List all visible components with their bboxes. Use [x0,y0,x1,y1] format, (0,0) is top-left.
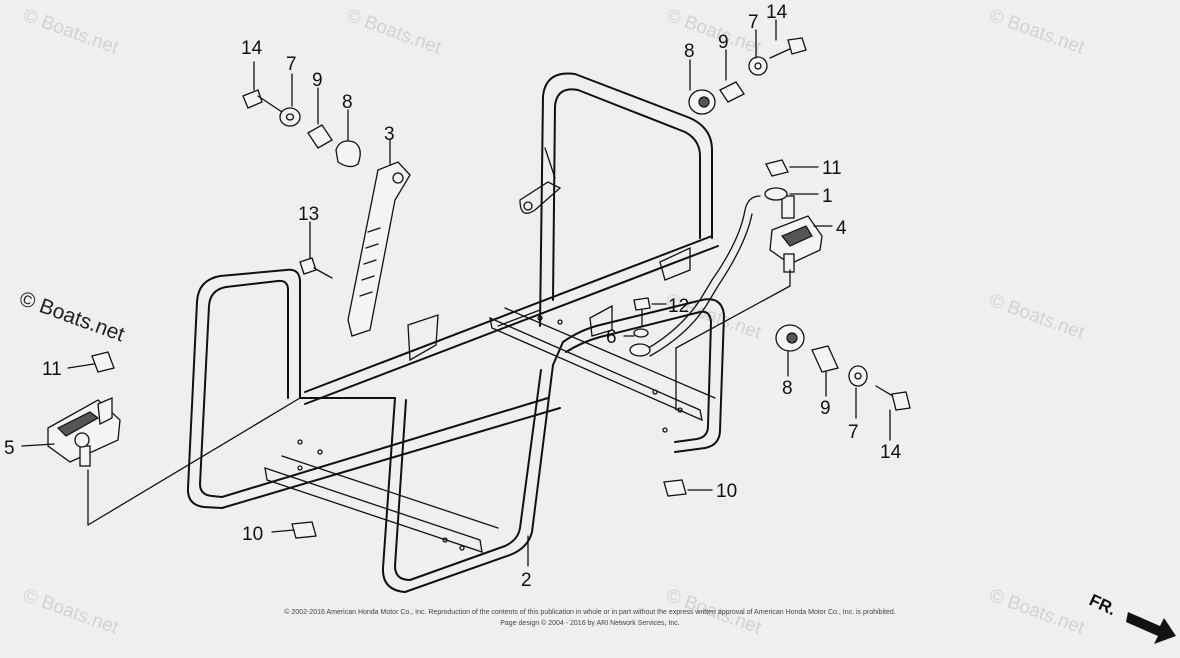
watermark-text: © Boats.net [20,585,121,639]
callout-11: 11 [42,359,62,380]
hardware [91,37,911,539]
callout-13: 13 [298,204,319,225]
callout-11: 11 [822,158,842,179]
callout-8: 8 [342,92,353,113]
part-5-mount [47,397,121,467]
watermark-text: © Boats.net [343,5,444,59]
callout-9: 9 [820,398,831,419]
callout-5: 5 [4,438,15,459]
callout-9: 9 [718,32,729,53]
watermark-text: © Boats.net [986,5,1087,59]
callout-10: 10 [242,524,263,545]
callout-4: 4 [836,218,847,239]
callout-2: 2 [521,570,532,591]
callout-14: 14 [880,442,902,463]
callout-14: 14 [766,2,788,23]
arrow-right-icon [1126,612,1176,644]
callout-6: 6 [606,327,617,348]
callout-8: 8 [782,378,793,399]
callout-12: 12 [668,296,689,317]
callout-10: 10 [716,481,737,502]
callout-1: 1 [822,186,833,207]
cable-terminal [629,343,651,357]
callout-7: 7 [848,422,859,443]
ground-cable [644,195,761,351]
callouts: 14 7 9 8 3 13 8 9 7 14 11 1 4 12 6 8 9 7… [4,2,902,591]
watermarks: © Boats.net © Boats.net © Boats.net © Bo… [16,5,1087,639]
leader-lines [21,19,891,567]
callout-14: 14 [241,38,263,59]
callout-9: 9 [312,70,323,91]
watermark-text: © Boats.net [20,5,121,59]
callout-7: 7 [286,54,297,75]
watermark-text: © Boats.net [986,290,1087,344]
part-3-bracket [347,161,411,337]
front-direction-marker: FR. [1086,590,1176,644]
copyright-line-2: Page design © 2004 - 2016 by ARI Network… [500,620,680,627]
callout-7: 7 [748,12,759,33]
watermark-text: © Boats.net [16,287,127,346]
frame-tube [186,72,725,593]
ground-cable [649,213,753,357]
callout-3: 3 [384,124,395,145]
part-4-mount [769,195,823,273]
fr-label: FR. [1086,590,1119,619]
callout-8: 8 [684,41,695,62]
copyright-line: © 2002-2016 American Honda Motor Co., In… [284,609,896,616]
